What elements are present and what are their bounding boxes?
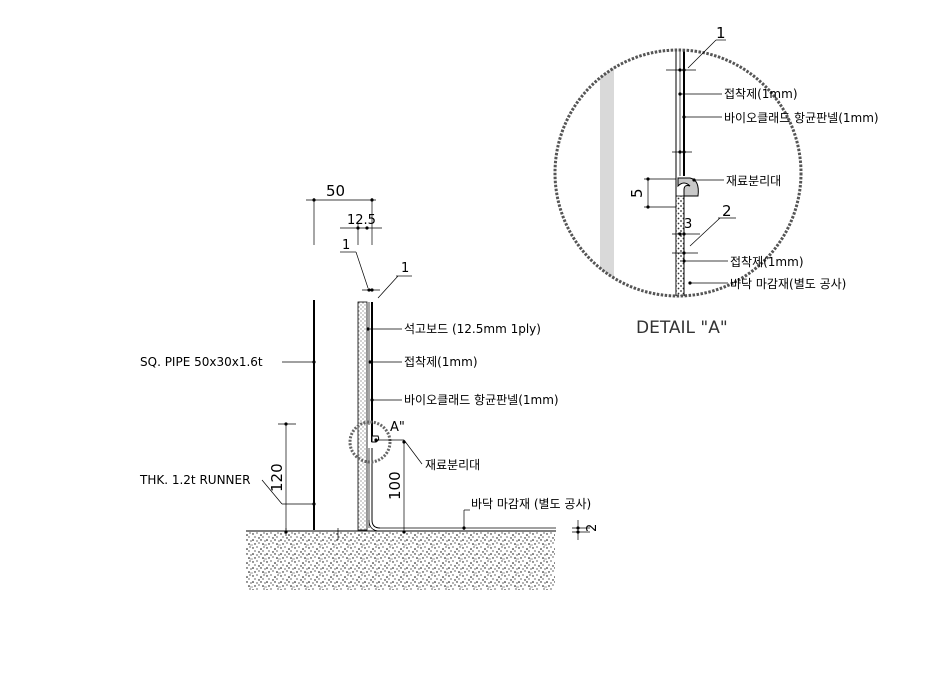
detail-circle-outline — [553, 48, 803, 298]
label-adhesive: 접착제(1mm) — [404, 355, 478, 369]
detail-material-separator — [677, 177, 699, 197]
leader-gypsum: 석고보드 (12.5mm 1ply) — [366, 322, 541, 336]
leader-floor: 바닥 마감재 (별도 공사) — [462, 497, 591, 530]
detail-floor-finish-strip — [675, 195, 685, 296]
label-separator: 재료분리대 — [425, 458, 480, 472]
detail-a-callout-circle — [348, 420, 392, 464]
label-floor: 바닥 마감재 (별도 공사) — [471, 497, 591, 511]
dim-1-right-text: 1 — [401, 261, 409, 276]
dim-2-text: 2 — [585, 524, 600, 532]
detail-label-panel: 바이오클래드 항균판넬(1mm) — [724, 111, 879, 125]
dim-120-text: 120 — [268, 463, 286, 492]
label-gypsum: 석고보드 (12.5mm 1ply) — [404, 322, 541, 336]
dimension-1-left: 1 — [340, 238, 369, 289]
dimension-50: 50 — [306, 182, 376, 245]
dim-12-5-text: 12.5 — [347, 213, 376, 228]
main-section: 50 12.5 1 1 석고보드 (12.5mm — [139, 182, 600, 590]
detail-label-floor: 바닥 마감재(별도 공사) — [730, 277, 846, 291]
label-panel: 바이오클래드 항균판넬(1mm) — [404, 393, 559, 407]
detail-label-separator: 재료분리대 — [726, 174, 781, 188]
label-runner: THK. 1.2t RUNNER — [139, 473, 250, 487]
dim-1-left-text: 1 — [342, 238, 350, 253]
dimension-1-right: 1 — [362, 261, 412, 299]
dimension-12-5: 12.5 — [340, 213, 382, 245]
dim-50-text: 50 — [326, 182, 345, 200]
dimension-2: 2 — [572, 520, 600, 540]
gypsum-board — [357, 301, 368, 531]
detail-dim-3-text: 3 — [684, 217, 692, 232]
dimension-120: 120 — [268, 422, 296, 534]
concrete-slab — [246, 532, 555, 590]
leader-runner: THK. 1.2t RUNNER — [139, 473, 316, 506]
detail-a: 1 접착제(1mm) 바이오클래드 항균판넬(1mm) 재료분리대 — [553, 24, 879, 338]
detail-title: DETAIL "A" — [636, 318, 728, 338]
dimension-100: 100 — [386, 440, 406, 534]
detail-label-adhesive-top: 접착제(1mm) — [724, 87, 798, 101]
leader-adhesive: 접착제(1mm) — [368, 355, 478, 369]
detail-label-adhesive-bottom: 접착제(1mm) — [730, 255, 804, 269]
detail-leader-adhesive-top: 접착제(1mm) — [678, 87, 798, 101]
detail-dimension-2: 2 — [672, 202, 736, 247]
leader-sq-pipe: SQ. PIPE 50x30x1.6t — [140, 355, 316, 369]
detail-leader-floor: 바닥 마감재(별도 공사) — [688, 277, 846, 291]
detail-dimension-5: 5 — [628, 177, 676, 209]
detail-leader-panel: 바이오클래드 항균판넬(1mm) — [682, 111, 879, 125]
detail-dim-5-text: 5 — [628, 188, 646, 198]
label-sq-pipe: SQ. PIPE 50x30x1.6t — [140, 355, 263, 369]
detail-dim-1-text: 1 — [716, 24, 726, 42]
dim-100-text: 100 — [386, 471, 404, 500]
detail-a-reference: A" — [390, 420, 405, 435]
detail-leader-separator: 재료분리대 — [692, 174, 781, 188]
detail-dim-2-text: 2 — [722, 202, 732, 220]
leader-separator: 재료분리대 — [374, 438, 480, 472]
leader-panel: 바이오클래드 항균판넬(1mm) — [370, 393, 559, 407]
detail-leader-adhesive-bottom: 접착제(1mm) — [672, 251, 804, 269]
detail-gypsum-band — [600, 50, 614, 296]
detail-dimension-1: 1 — [666, 24, 726, 72]
